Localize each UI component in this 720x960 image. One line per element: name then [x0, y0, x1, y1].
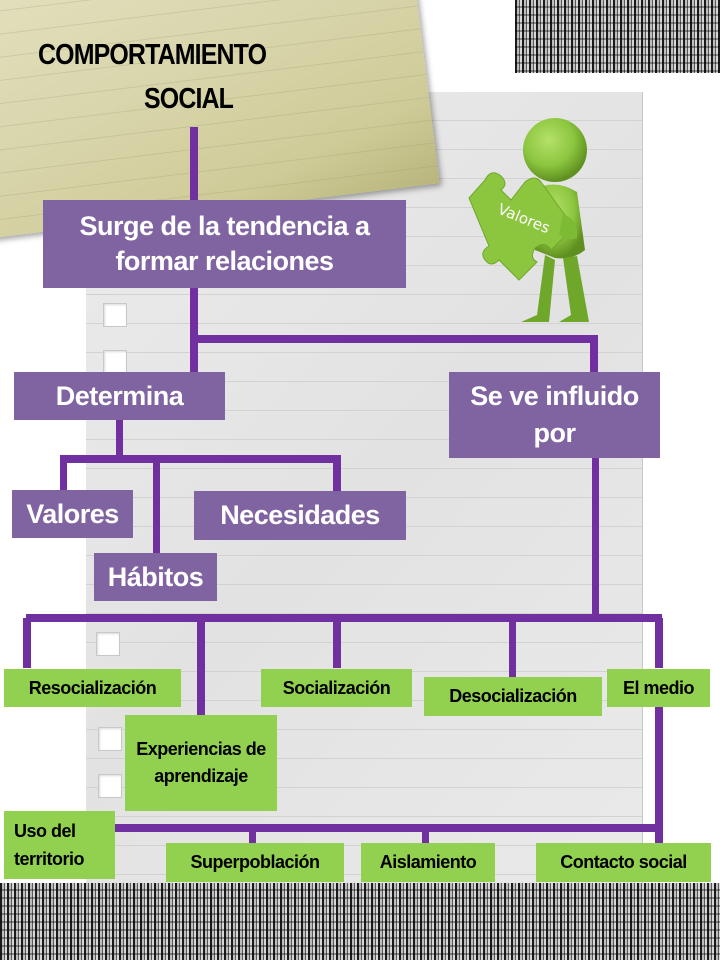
paper-hole: [96, 632, 120, 656]
node-valores-label: Valores: [26, 498, 119, 529]
paper-hole: [103, 303, 127, 327]
node-valores[interactable]: Valores: [12, 490, 133, 538]
node-contacto-social[interactable]: Contacto social: [536, 843, 711, 882]
node-root[interactable]: Surge de la tendencia a formar relacione…: [43, 200, 406, 288]
connector: [153, 455, 160, 555]
node-determina-label: Determina: [55, 380, 184, 411]
node-influido[interactable]: Se ve influido por: [449, 372, 660, 458]
node-determina[interactable]: Determina: [14, 372, 225, 420]
title-line-1: COMPORTAMIENTO: [38, 39, 267, 71]
connector: [592, 458, 599, 618]
node-habitos-label: Hábitos: [107, 561, 204, 592]
node-desocializacion[interactable]: Desocialización: [424, 677, 602, 716]
connector: [23, 618, 31, 668]
connector: [190, 335, 598, 343]
node-resocializacion-label: Resocialización: [28, 677, 157, 698]
connector: [190, 127, 198, 202]
film-strip-top: [515, 0, 720, 73]
node-root-label: Surge de la tendencia a formar relacione…: [79, 211, 370, 276]
node-habitos[interactable]: Hábitos: [94, 553, 217, 601]
connector: [60, 455, 67, 490]
connector: [197, 618, 205, 716]
node-resocializacion[interactable]: Resocialización: [4, 669, 181, 707]
connector: [60, 455, 341, 463]
connector: [333, 618, 341, 668]
person-holding-puzzle-icon: [468, 118, 589, 322]
paper-hole: [98, 774, 122, 798]
connector: [26, 614, 662, 622]
film-strip-bottom: [0, 883, 720, 960]
node-uso-territorio[interactable]: Uso del territorio: [4, 811, 115, 879]
node-aislamiento[interactable]: Aislamiento: [361, 843, 495, 882]
node-desocializacion-label: Desocialización: [449, 686, 577, 706]
connector: [190, 288, 198, 373]
node-experiencias[interactable]: Experiencias de aprendizaje: [125, 715, 277, 811]
node-experiencias-label: Experiencias de aprendizaje: [136, 739, 266, 786]
node-socializacion-label: Socialización: [282, 677, 391, 698]
node-superpoblacion-label: Superpoblación: [190, 852, 320, 872]
node-superpoblacion[interactable]: Superpoblación: [166, 843, 344, 882]
node-el-medio-label: El medio: [622, 677, 695, 698]
node-aislamiento-label: Aislamiento: [379, 852, 477, 872]
connector: [333, 455, 341, 492]
node-necesidades[interactable]: Necesidades: [194, 491, 406, 540]
node-influido-label: Se ve influido por: [470, 381, 639, 448]
connector: [509, 618, 516, 678]
connector: [422, 824, 429, 844]
connector: [249, 824, 256, 844]
title-line-2: SOCIAL: [144, 83, 234, 115]
connector: [113, 824, 663, 832]
connector: [655, 705, 663, 845]
node-necesidades-label: Necesidades: [220, 500, 380, 530]
node-el-medio[interactable]: El medio: [607, 669, 710, 707]
node-uso-territorio-label: Uso del territorio: [14, 821, 85, 869]
connector: [116, 418, 123, 458]
connector: [590, 335, 598, 373]
node-socializacion[interactable]: Socialización: [261, 669, 412, 707]
connector: [655, 618, 663, 668]
paper-hole: [103, 350, 127, 374]
paper-hole: [98, 727, 122, 751]
node-contacto-social-label: Contacto social: [560, 852, 687, 872]
